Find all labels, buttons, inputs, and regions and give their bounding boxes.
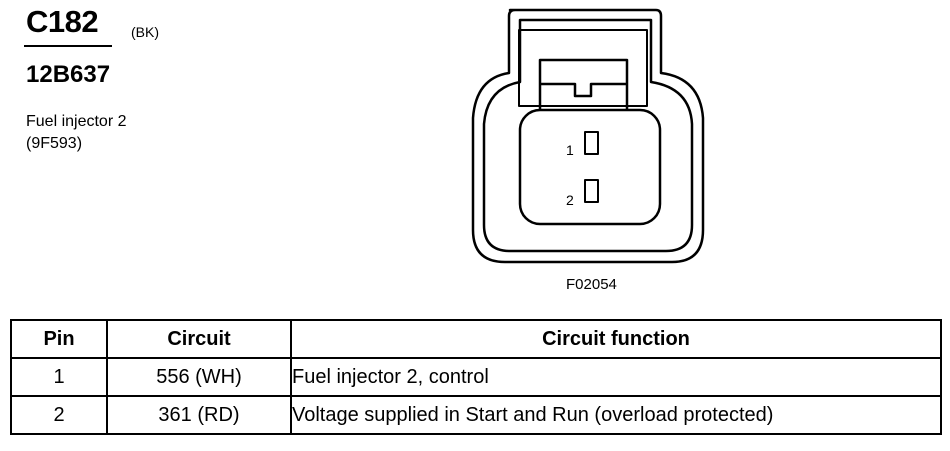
- table-row: 1 556 (WH) Fuel injector 2, control: [10, 357, 942, 397]
- cell-circuit: 556 (WH): [106, 357, 292, 397]
- connector-id-underline: [24, 45, 112, 47]
- component-name: Fuel injector 2: [26, 113, 127, 130]
- pin-label-2: 2: [566, 192, 574, 208]
- component-code: (9F593): [26, 135, 83, 152]
- pin-cavity-1: [584, 131, 599, 155]
- table-header-row: Pin Circuit Circuit function: [10, 319, 942, 359]
- pin-table: Pin Circuit Circuit function 1 556 (WH) …: [10, 319, 942, 435]
- connector-face: [518, 108, 662, 226]
- header-pin: Pin: [10, 319, 108, 359]
- latch-tab: [538, 58, 629, 111]
- connector-housing-outer: [471, 8, 705, 264]
- cell-circuit: 361 (RD): [106, 395, 292, 435]
- latch-window: [518, 29, 648, 107]
- cell-function: Fuel injector 2, control: [290, 357, 942, 397]
- cell-function: Voltage supplied in Start and Run (overl…: [290, 395, 942, 435]
- figure-code: F02054: [566, 276, 617, 293]
- cell-pin: 2: [10, 395, 108, 435]
- header-circuit: Circuit: [106, 319, 292, 359]
- connector-color: (BK): [131, 24, 159, 40]
- pin-label-1: 1: [566, 142, 574, 158]
- pin-cavity-2: [584, 179, 599, 203]
- table-row: 2 361 (RD) Voltage supplied in Start and…: [10, 395, 942, 435]
- part-number: 12B637: [26, 61, 111, 88]
- cell-pin: 1: [10, 357, 108, 397]
- connector-face-diagram: 1 2: [471, 8, 705, 264]
- connector-housing-inner: [482, 18, 694, 253]
- connector-id: C182: [26, 4, 99, 39]
- header-circuit-function: Circuit function: [290, 319, 942, 359]
